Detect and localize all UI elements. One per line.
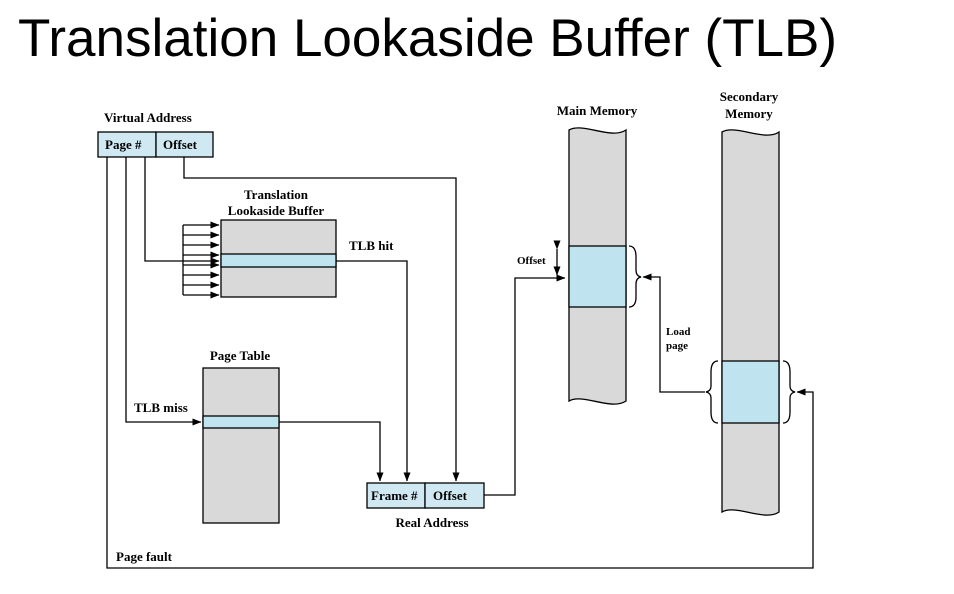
page-fault-label: Page fault — [116, 549, 173, 564]
secondary-memory-label-line2: Memory — [725, 106, 773, 121]
page-number-label: Page # — [105, 137, 142, 152]
secondary-memory-page — [721, 360, 780, 424]
tlb-title-line1: Translation — [244, 187, 309, 202]
virtual-offset-label: Offset — [163, 137, 198, 152]
page-table-block — [202, 367, 280, 524]
tlb-miss-label: TLB miss — [134, 400, 188, 415]
secondary-memory-column — [721, 129, 780, 516]
secondary-memory-right-brace — [782, 360, 796, 424]
real-address-label: Real Address — [395, 515, 468, 530]
load-page-arrow — [642, 273, 705, 393]
tlb-compare-arrows — [182, 221, 220, 299]
main-memory-label: Main Memory — [557, 103, 638, 118]
load-label-line2: page — [666, 340, 688, 352]
page-table-matched-entry — [202, 415, 280, 429]
offset-to-real-address-arrow — [183, 157, 460, 482]
slide-title: Translation Lookaside Buffer (TLB) — [18, 9, 837, 68]
tlb-hit-label: TLB hit — [349, 238, 394, 253]
virtual-offset-field — [155, 131, 214, 158]
page-fault-arrow — [106, 157, 814, 569]
real-address-to-memory-arrow — [484, 274, 566, 496]
tlb-matched-entry — [220, 253, 337, 268]
secondary-memory-label-line1: Secondary — [720, 89, 779, 104]
page-table-to-real-address-arrow — [279, 421, 384, 482]
load-label-line1: Load — [666, 326, 690, 338]
secondary-memory-left-brace — [705, 360, 719, 424]
tlb-title-line2: Lookaside Buffer — [228, 203, 325, 218]
main-memory-page-frame — [568, 245, 627, 308]
real-offset-label: Offset — [433, 488, 468, 503]
tlb-miss-arrow — [125, 157, 202, 426]
virtual-address-label: Virtual Address — [104, 110, 192, 125]
tlb-hit-arrow — [336, 260, 411, 482]
page-to-tlb-arrow — [144, 157, 220, 265]
virtual-page-number-field — [97, 131, 157, 158]
memory-offset-label: Offset — [517, 255, 546, 267]
main-memory-frame-brace — [628, 245, 642, 308]
page-table-label: Page Table — [210, 348, 271, 363]
frame-number-label: Frame # — [371, 488, 418, 503]
